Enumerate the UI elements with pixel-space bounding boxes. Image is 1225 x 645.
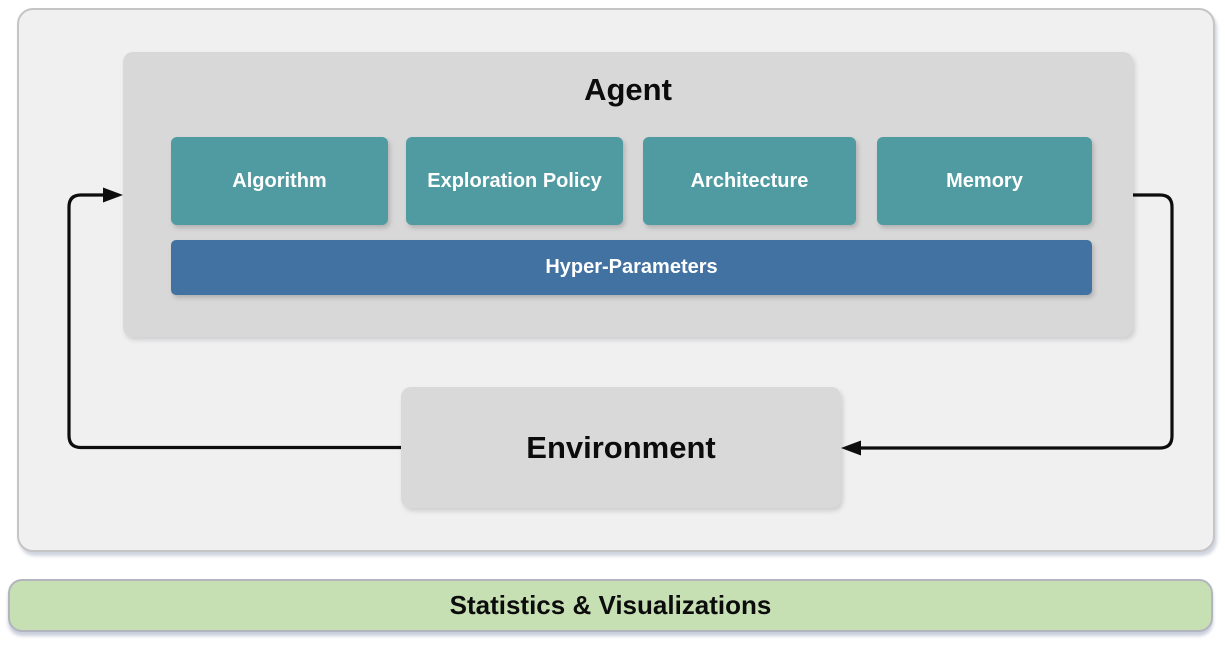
module-memory: Memory [877,137,1092,225]
module-architecture: Architecture [643,137,856,225]
stats-visualizations-bar: Statistics & Visualizations [8,579,1213,632]
hyper-parameters-bar: Hyper-Parameters [171,240,1092,295]
module-algorithm: Algorithm [171,137,388,225]
module-exploration-policy: Exploration Policy [406,137,623,225]
environment-box: Environment [401,387,841,508]
agent-title: Agent [584,72,672,107]
